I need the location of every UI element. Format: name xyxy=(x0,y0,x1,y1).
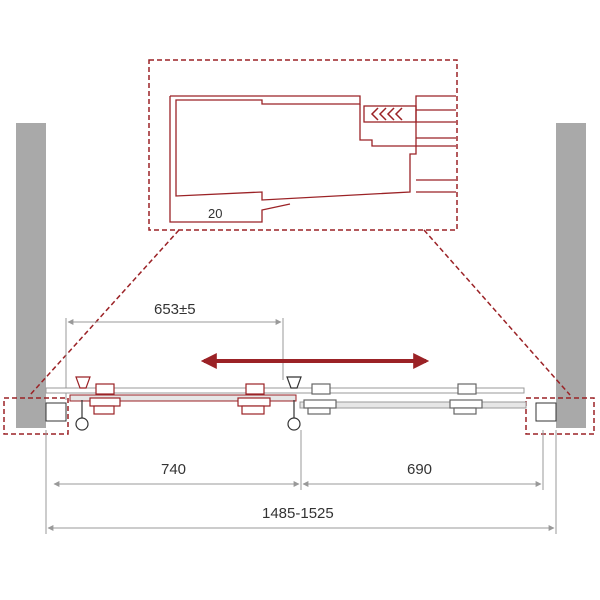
roller-right-2 xyxy=(449,383,483,415)
zoom-line-right xyxy=(423,229,571,396)
right-panel-width-label: 690 xyxy=(407,461,432,478)
profile-detail xyxy=(169,95,456,223)
left-panel-width-label: 740 xyxy=(161,461,186,478)
profile-chevrons xyxy=(370,107,403,121)
fixed-glass-panel xyxy=(299,401,527,409)
left-wall-profile xyxy=(45,402,67,422)
detail-offset-label: 20 xyxy=(208,206,222,221)
sliding-glass-panel xyxy=(69,394,297,402)
right-wall-profile xyxy=(535,402,557,422)
left-wall xyxy=(16,123,46,428)
roller-left-1 xyxy=(75,376,121,415)
knob-right xyxy=(287,417,301,431)
roller-left-2 xyxy=(237,383,271,415)
total-width-label: 1485-1525 xyxy=(262,505,334,522)
knob-left xyxy=(75,417,89,431)
stopper-center xyxy=(286,376,302,389)
zoom-box-left xyxy=(3,397,69,435)
roller-right-1 xyxy=(303,383,337,415)
zoom-box-right xyxy=(525,397,595,435)
right-wall xyxy=(556,123,586,428)
door-travel-label: 653±5 xyxy=(154,301,196,318)
zoom-line-left xyxy=(29,229,180,396)
detail-inset-frame xyxy=(148,59,458,231)
top-rail xyxy=(45,387,525,394)
